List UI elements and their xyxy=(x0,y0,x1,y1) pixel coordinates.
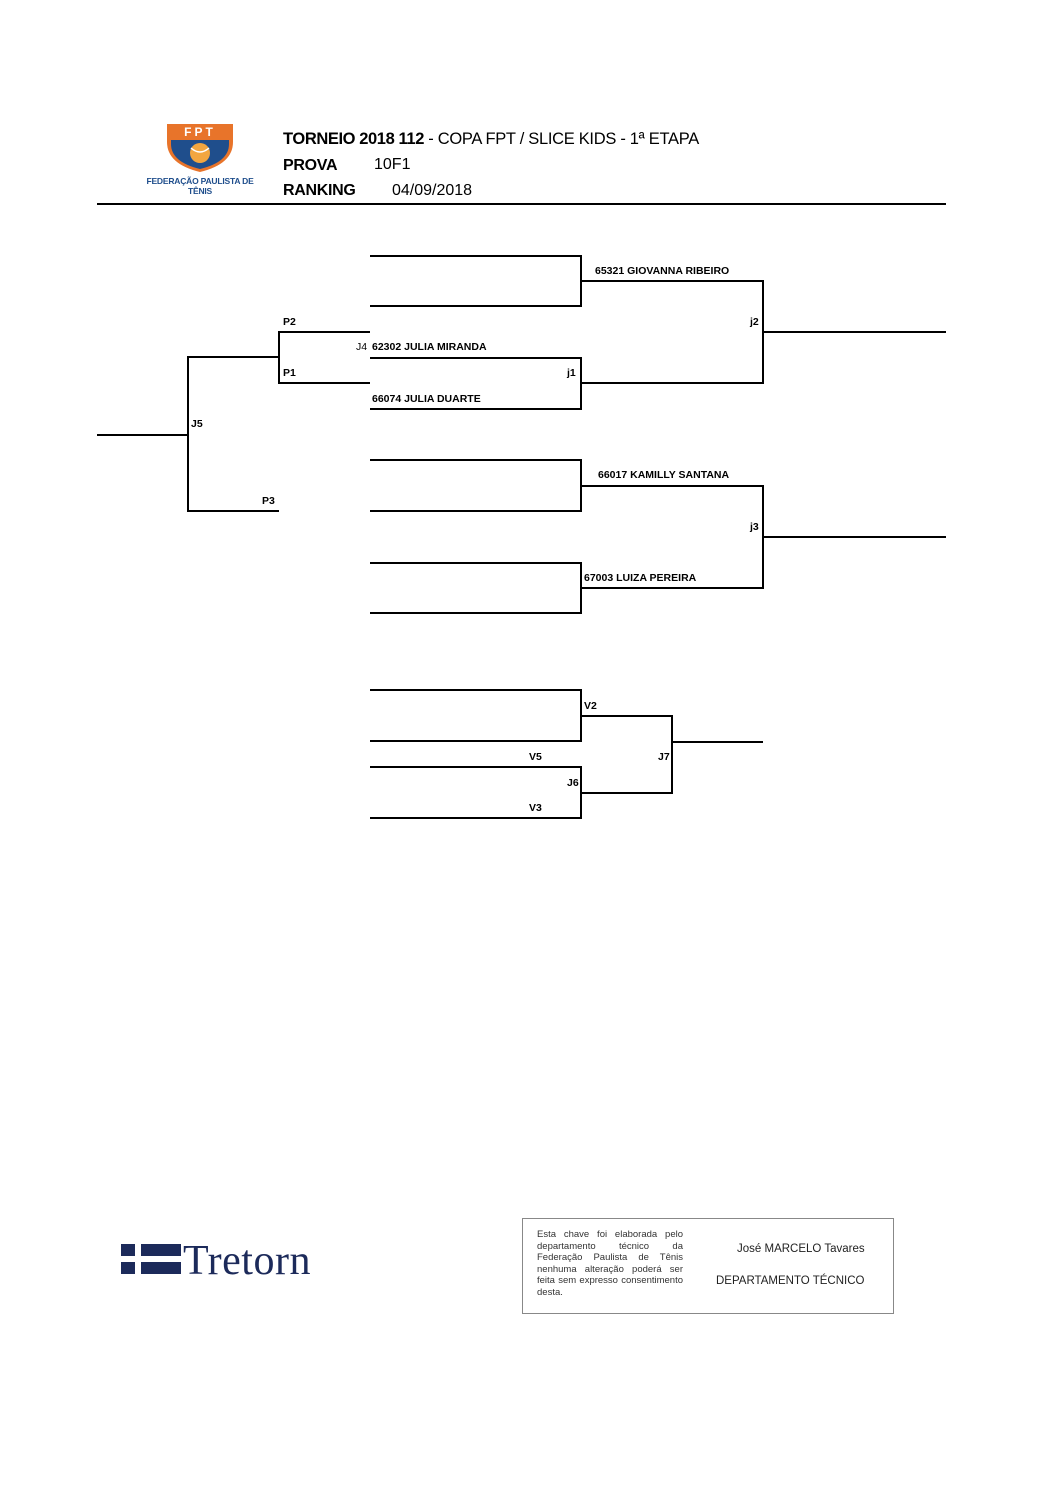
label-p1: P1 xyxy=(283,367,296,379)
tretorn-wordmark: Tretorn xyxy=(183,1238,311,1284)
signature-name: José MARCELO Tavares xyxy=(737,1243,865,1255)
header-divider xyxy=(97,203,946,205)
tournament-title-bold: TORNEIO 2018 112 xyxy=(283,130,424,148)
player-julia-duarte: 66074 JULIA DUARTE xyxy=(372,393,481,405)
logo-caption: FEDERAÇÃO PAULISTA DE TÊNIS xyxy=(146,176,254,196)
fpt-shield-icon: FPT xyxy=(167,124,233,172)
logo-letters: FPT xyxy=(184,125,216,139)
footer-note: Esta chave foi elaborada pelo departamen… xyxy=(537,1229,683,1298)
player-giovanna: 65321 GIOVANNA RIBEIRO xyxy=(595,265,730,277)
signature-box: Esta chave foi elaborada pelo departamen… xyxy=(522,1218,894,1314)
bracket-slot-1 xyxy=(370,255,582,307)
label-j5: J5 xyxy=(191,418,203,430)
player-luiza: 67003 LUIZA PEREIRA xyxy=(584,572,697,584)
player-kamilly: 66017 KAMILLY SANTANA xyxy=(598,469,730,481)
label-p3: P3 xyxy=(262,495,275,507)
bracket-match-j2-connector xyxy=(581,280,764,384)
tretorn-logo: Tretorn xyxy=(121,1238,381,1288)
bracket-match-j5-connector xyxy=(187,356,279,512)
tournament-title-rest: - COPA FPT / SLICE KIDS - 1ª ETAPA xyxy=(423,130,699,148)
ranking-value: 04/09/2018 xyxy=(392,182,473,199)
label-j3: j3 xyxy=(750,521,759,533)
bracket-match-j7-connector xyxy=(581,715,673,794)
bracket-slot-3 xyxy=(370,459,582,512)
bracket-slot-4 xyxy=(370,562,582,614)
label-j7: J7 xyxy=(658,751,670,763)
label-v5: V5 xyxy=(529,751,542,763)
label-v2: V2 xyxy=(584,700,597,712)
signature-dept: DEPARTAMENTO TÉCNICO xyxy=(716,1275,865,1287)
tournament-title: TORNEIO 2018 112 - COPA FPT / SLICE KIDS… xyxy=(283,130,699,149)
label-j2: j2 xyxy=(750,316,759,328)
prova-value: 10F1 xyxy=(374,156,411,173)
player-julia-miranda: 62302 JULIA MIRANDA xyxy=(372,341,487,353)
bracket-slot-v2 xyxy=(370,689,582,742)
bracket-slot-j6 xyxy=(370,766,582,819)
label-j6: J6 xyxy=(567,777,579,789)
ranking-label: RANKING xyxy=(283,182,356,199)
label-j4: J4 xyxy=(356,341,368,353)
tretorn-flag-icon xyxy=(121,1244,181,1274)
label-v3: V3 xyxy=(529,802,542,814)
label-p2: P2 xyxy=(283,316,296,328)
bracket-slot-j1 xyxy=(370,357,582,410)
label-j1: j1 xyxy=(567,367,576,379)
prova-label: PROVA xyxy=(283,157,338,174)
fpt-logo: FPT FEDERAÇÃO PAULISTA DE TÊNIS xyxy=(140,120,260,196)
